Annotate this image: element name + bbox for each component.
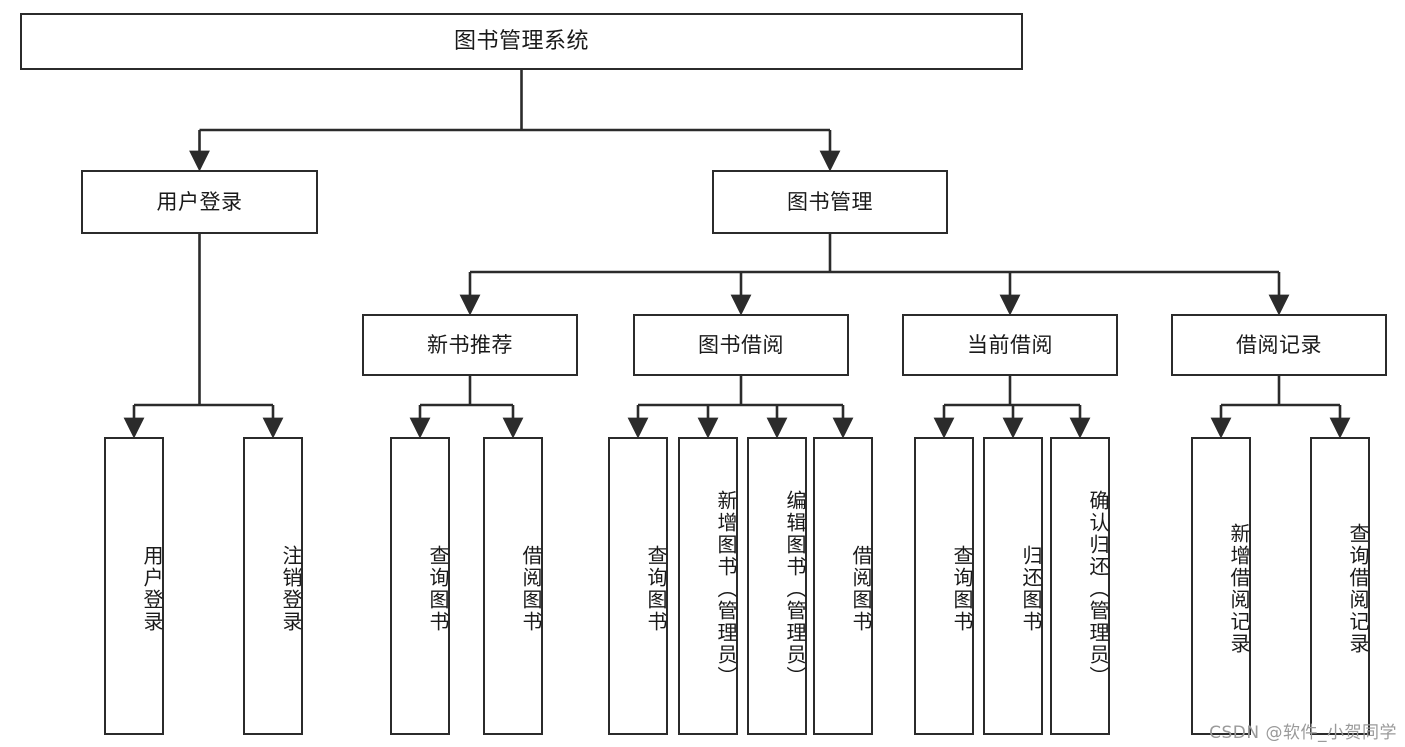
node-leaf-user-login-label: 用户登录 <box>140 545 164 633</box>
node-leaf-borrow-book[interactable]: 借阅图书 <box>813 437 873 735</box>
node-leaf-query-book-cur-label: 查询图书 <box>950 545 974 633</box>
node-leaf-confirm-return[interactable]: 确认归还（管理员） <box>1050 437 1110 735</box>
node-current-borrow-label: 当前借阅 <box>967 332 1053 357</box>
node-leaf-add-book-label: 新增图书（管理员） <box>714 490 738 688</box>
node-leaf-user-login[interactable]: 用户登录 <box>104 437 164 735</box>
node-leaf-query-book-rec[interactable]: 查询图书 <box>390 437 450 735</box>
node-leaf-return-book-label: 归还图书 <box>1019 545 1043 633</box>
node-borrow-record[interactable]: 借阅记录 <box>1171 314 1387 376</box>
node-new-book-rec-label: 新书推荐 <box>427 332 513 357</box>
node-leaf-query-book-cur[interactable]: 查询图书 <box>914 437 974 735</box>
node-book-borrow[interactable]: 图书借阅 <box>633 314 849 376</box>
watermark: CSDN @软件_小贺同学 <box>1209 723 1397 743</box>
node-leaf-borrow-book-rec-label: 借阅图书 <box>519 545 543 633</box>
node-leaf-return-book[interactable]: 归还图书 <box>983 437 1043 735</box>
node-leaf-query-record[interactable]: 查询借阅记录 <box>1310 437 1370 735</box>
node-leaf-query-book-rec-label: 查询图书 <box>426 545 450 633</box>
node-book-manage[interactable]: 图书管理 <box>712 170 948 234</box>
node-leaf-add-book[interactable]: 新增图书（管理员） <box>678 437 738 735</box>
node-leaf-borrow-book-label: 借阅图书 <box>849 545 873 633</box>
node-root-label: 图书管理系统 <box>453 28 589 54</box>
node-book-manage-label: 图书管理 <box>787 189 873 214</box>
node-leaf-user-logout[interactable]: 注销登录 <box>243 437 303 735</box>
node-leaf-query-book[interactable]: 查询图书 <box>608 437 668 735</box>
node-leaf-query-book-label: 查询图书 <box>644 545 668 633</box>
node-new-book-rec[interactable]: 新书推荐 <box>362 314 578 376</box>
node-user-login[interactable]: 用户登录 <box>81 170 318 234</box>
node-leaf-confirm-return-label: 确认归还（管理员） <box>1086 490 1110 688</box>
node-current-borrow[interactable]: 当前借阅 <box>902 314 1118 376</box>
node-user-login-label: 用户登录 <box>156 189 243 214</box>
node-leaf-query-record-label: 查询借阅记录 <box>1346 523 1370 655</box>
node-leaf-add-record-label: 新增借阅记录 <box>1227 523 1251 655</box>
node-leaf-add-record[interactable]: 新增借阅记录 <box>1191 437 1251 735</box>
node-leaf-edit-book-label: 编辑图书（管理员） <box>783 490 807 688</box>
node-book-borrow-label: 图书借阅 <box>698 332 784 357</box>
node-borrow-record-label: 借阅记录 <box>1236 332 1322 357</box>
node-leaf-edit-book[interactable]: 编辑图书（管理员） <box>747 437 807 735</box>
node-leaf-user-logout-label: 注销登录 <box>279 545 303 633</box>
node-leaf-borrow-book-rec[interactable]: 借阅图书 <box>483 437 543 735</box>
node-root[interactable]: 图书管理系统 <box>20 13 1023 70</box>
